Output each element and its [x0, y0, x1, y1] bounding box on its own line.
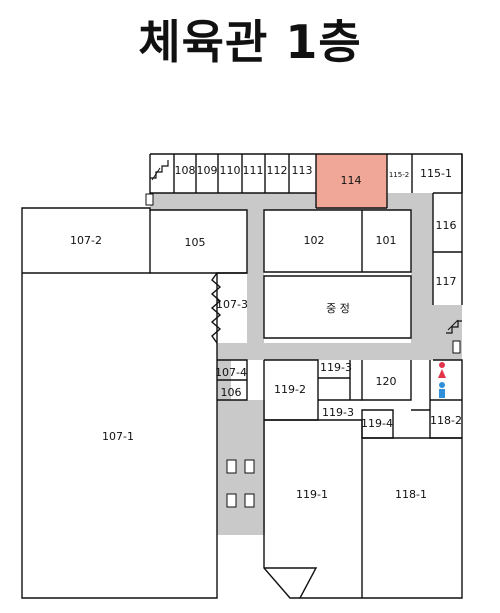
- room-label-109: 109: [197, 164, 218, 177]
- room-label-119-3a: 119-3: [320, 361, 352, 374]
- room-120-wall: [361, 360, 412, 401]
- room-label-107-2: 107-2: [70, 234, 102, 247]
- stairs-icon: [150, 160, 169, 181]
- room-label-118-1: 118-1: [395, 488, 427, 501]
- room-114-fill: [316, 154, 387, 208]
- room-label-111: 111: [243, 164, 264, 177]
- female-restroom-icon: [438, 362, 446, 378]
- room-label-119-3b: 119-3: [322, 406, 354, 419]
- male-restroom-icon: [439, 382, 445, 398]
- room-label-119-1: 119-1: [296, 488, 328, 501]
- room-label-113: 113: [292, 164, 313, 177]
- room-label-115-1: 115-1: [420, 167, 452, 180]
- room-107-4-106-walls: [217, 359, 248, 401]
- room-label-114: 114: [341, 174, 362, 187]
- room-label-116: 116: [436, 219, 457, 232]
- rooms-102-101-outline: [263, 209, 412, 273]
- elevator-icon: [145, 193, 154, 206]
- corridor-right-vertical: [411, 210, 433, 360]
- room-label-102: 102: [304, 234, 325, 247]
- room-label-107-4: 107-4: [215, 366, 247, 379]
- courtyard-outline: [263, 275, 412, 339]
- room-label-108: 108: [175, 164, 196, 177]
- room-label-118-2: 118-2: [430, 414, 462, 427]
- room-label-107-3: 107-3: [216, 298, 248, 311]
- room-label-120: 120: [376, 375, 397, 388]
- stairs-icon: [446, 319, 462, 334]
- room-labels: 108 109 110 111 112 113 114 115-2 115-1 …: [70, 164, 462, 501]
- room-label-110: 110: [220, 164, 241, 177]
- corridor-courtyard-side: [217, 210, 247, 343]
- corridor-top: [150, 193, 433, 210]
- room-label-115-2: 115-2: [389, 171, 409, 179]
- rooms-116-117-outline: [432, 154, 463, 305]
- walls: [21, 153, 463, 599]
- room-label-106: 106: [221, 386, 242, 399]
- west-block-outline: [21, 207, 248, 599]
- room-label-119-4: 119-4: [361, 417, 393, 430]
- corridor-lower-left: [217, 400, 265, 535]
- lower-block-outline: [263, 359, 463, 599]
- corridor-left-vertical: [247, 210, 264, 360]
- room-label-107-1: 107-1: [102, 430, 134, 443]
- elevator-icon: [452, 340, 461, 354]
- room-107-3-wall: [210, 272, 222, 344]
- room-label-101: 101: [376, 234, 397, 247]
- door-icon: [226, 459, 255, 508]
- room-label-112: 112: [267, 164, 288, 177]
- room-label-105: 105: [185, 236, 206, 249]
- room-119-3b-wall: [318, 378, 362, 401]
- room-label-117: 117: [436, 275, 457, 288]
- lower-wing-wall: [264, 567, 318, 599]
- room-label-119-2: 119-2: [274, 383, 306, 396]
- room-119-1-118-1-wall: [264, 419, 462, 598]
- corridor-middle: [217, 343, 462, 360]
- page-title: 체육관 1층: [138, 15, 362, 69]
- courtyard-label: 중 정: [326, 302, 350, 315]
